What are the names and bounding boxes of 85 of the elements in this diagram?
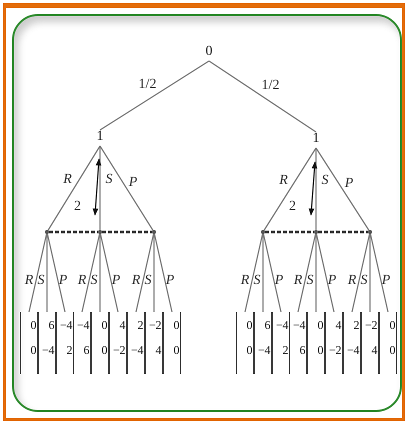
action-label: P [112, 274, 120, 288]
player-label: 0 [202, 45, 216, 59]
branch-line [100, 60, 210, 130]
information-set-line [102, 230, 152, 234]
branch-line [46, 146, 101, 232]
decision-point [98, 230, 102, 234]
branch-line [153, 232, 173, 312]
branch-line [100, 146, 154, 232]
payoff-vector: −2 4 [145, 312, 163, 374]
player-label: 1 [93, 130, 107, 144]
branch-line [316, 148, 370, 232]
branch-line [81, 232, 101, 312]
action-label: R [24, 274, 34, 288]
payoff-vector: 0 0 [91, 312, 109, 374]
branch-line [369, 232, 389, 312]
player-label: 1 [309, 132, 323, 146]
action-label: S [322, 174, 328, 188]
action-label: S [144, 274, 152, 288]
branch-line [135, 232, 155, 312]
branch-line [262, 232, 264, 312]
probability-label: 1/2 [138, 78, 156, 92]
action-label: R [348, 274, 356, 288]
decision-point [261, 230, 265, 234]
branch-line [99, 146, 101, 232]
payoff-vector: −2 4 [361, 312, 379, 374]
branch-line [46, 232, 48, 312]
decision-point [152, 230, 156, 234]
branch-line [99, 232, 101, 312]
decision-point [314, 230, 318, 234]
payoff-vector: 0 0 [236, 312, 254, 374]
payoff-vector: 4 −2 [325, 312, 343, 374]
branch-line [315, 148, 317, 232]
action-label: P [382, 274, 390, 288]
payoff-vector: 6 −4 [254, 312, 272, 374]
branch-line [153, 232, 155, 312]
action-label: P [58, 274, 68, 288]
action-label: P [128, 176, 138, 190]
action-label: P [166, 274, 174, 288]
action-label: S [254, 274, 260, 288]
action-label: R [132, 274, 140, 288]
action-label: S [106, 173, 112, 187]
payoff-vector: 2 −4 [127, 312, 145, 374]
information-set-line [49, 230, 98, 234]
branch-line [208, 60, 316, 132]
payoff-vector: 0 0 [307, 312, 325, 374]
payoff-vector: 0 0 [379, 312, 397, 374]
branch-line [369, 232, 371, 312]
branch-line [351, 232, 371, 312]
branch-line [297, 232, 317, 312]
payoff-vector: −4 2 [272, 312, 290, 374]
action-label: P [328, 274, 336, 288]
payoff-vector: −4 6 [73, 312, 91, 374]
payoff-vector: 0 0 [20, 312, 38, 374]
action-label: S [360, 274, 368, 288]
payoff-vector: 4 −2 [109, 312, 127, 374]
action-label: S [306, 274, 314, 288]
payoff-vector: 2 −4 [343, 312, 361, 374]
action-label: R [279, 174, 288, 188]
branch-line [46, 232, 66, 312]
action-label: R [78, 274, 86, 288]
branch-line [262, 232, 282, 312]
payoff-vector: −4 2 [56, 312, 74, 374]
action-label: P [274, 274, 284, 288]
information-set-line [318, 230, 368, 234]
action-label: P [344, 177, 354, 191]
branch-line [315, 232, 335, 312]
action-label: R [63, 173, 72, 187]
decision-point [45, 230, 49, 234]
decision-point [368, 230, 372, 234]
branch-line [315, 232, 317, 312]
payoff-vector: −4 6 [289, 312, 307, 374]
branch-line [244, 232, 264, 312]
branch-line [99, 232, 119, 312]
payoff-vector: 6 −4 [38, 312, 56, 374]
payoff-vector: 0 0 [163, 312, 181, 374]
player-label: 2 [289, 200, 296, 214]
action-label: S [90, 274, 98, 288]
information-set-line [265, 230, 314, 234]
branch-line [262, 148, 316, 232]
action-label: R [294, 274, 302, 288]
action-label: S [38, 274, 44, 288]
player-label: 2 [74, 200, 81, 214]
branch-line [28, 232, 48, 312]
action-label: R [240, 274, 250, 288]
probability-label: 1/2 [262, 78, 280, 92]
